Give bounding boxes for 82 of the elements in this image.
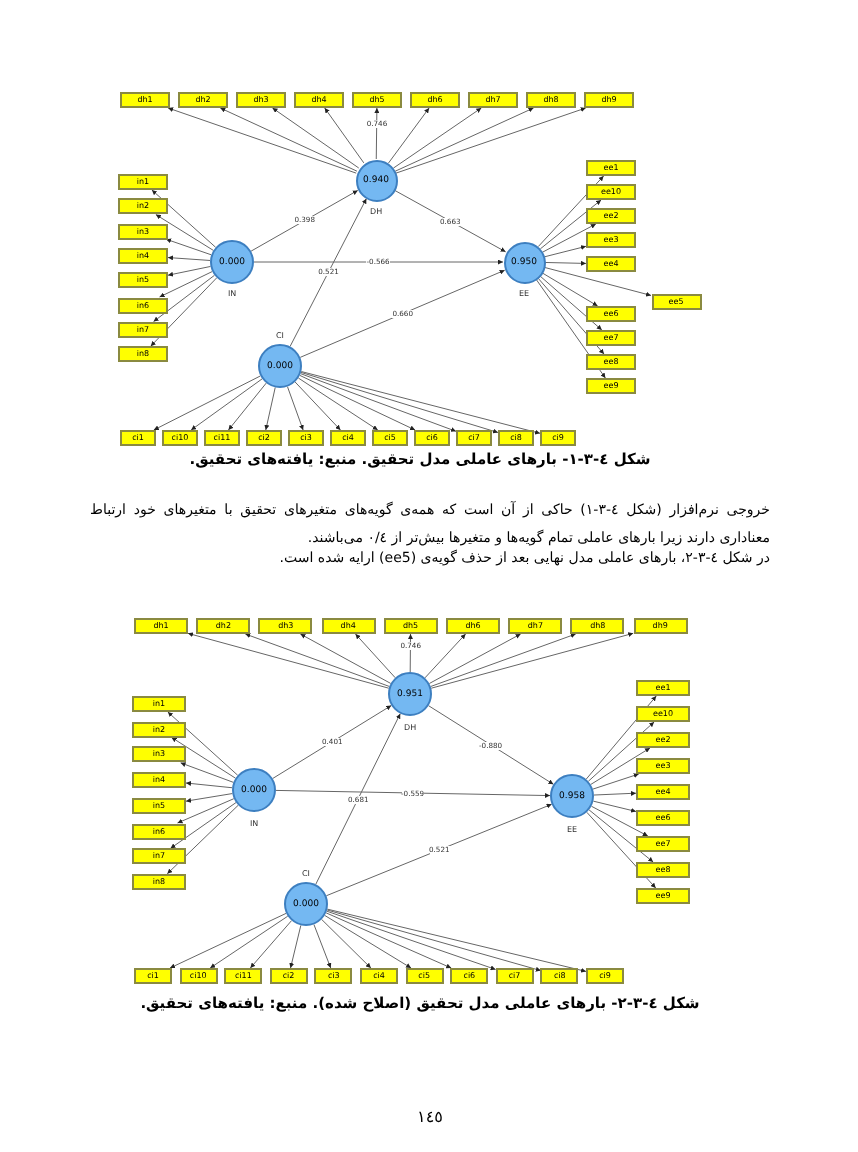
arrow — [167, 255, 211, 261]
arrow — [326, 910, 497, 971]
arrow — [395, 107, 587, 174]
arrow — [219, 107, 358, 172]
arrow — [167, 265, 211, 277]
arrow — [159, 271, 213, 298]
arrow — [299, 374, 416, 431]
arrow — [590, 805, 649, 837]
arrow — [249, 920, 293, 969]
arrow — [264, 387, 276, 431]
arrow — [169, 912, 287, 969]
arrow — [171, 736, 236, 779]
arrow — [272, 107, 360, 169]
arrow — [153, 375, 261, 431]
arrow — [325, 803, 553, 897]
arrow — [300, 373, 457, 432]
arrow — [167, 107, 357, 174]
arrow — [387, 107, 430, 164]
arrow — [544, 260, 587, 266]
arrow — [592, 773, 640, 790]
arrow — [187, 632, 390, 689]
arrow — [286, 386, 304, 431]
arrow — [393, 189, 507, 253]
arrow — [294, 381, 341, 431]
arrow — [587, 721, 655, 782]
arrow — [539, 199, 602, 250]
arrow — [153, 274, 215, 323]
arrow — [250, 189, 359, 252]
arrow — [185, 781, 233, 789]
arrow — [151, 189, 217, 248]
arrow — [185, 793, 233, 803]
arrow — [543, 245, 587, 258]
arrow — [313, 924, 332, 969]
arrow — [592, 800, 637, 813]
arrow — [227, 382, 267, 431]
arrow — [300, 371, 499, 434]
arrow — [430, 633, 577, 687]
arrow — [321, 918, 372, 969]
arrow — [543, 266, 652, 297]
arrow — [253, 259, 504, 265]
arrow — [180, 762, 234, 783]
arrow — [272, 705, 392, 779]
arrow — [394, 107, 534, 172]
arrow — [430, 632, 634, 689]
arrow — [315, 713, 401, 885]
arrow — [324, 107, 365, 164]
arrow — [209, 915, 289, 969]
arrow — [177, 798, 235, 824]
arrow — [297, 377, 379, 431]
arrow — [275, 789, 551, 798]
arrow — [539, 275, 603, 331]
arrow — [326, 908, 587, 973]
arrow — [424, 633, 467, 679]
arrow — [300, 371, 541, 435]
arrow — [593, 790, 637, 796]
arrow — [150, 277, 218, 347]
arrow — [165, 238, 212, 256]
arrow — [167, 711, 239, 776]
arrow — [324, 914, 412, 969]
arrow — [326, 909, 542, 972]
arrow — [190, 378, 263, 431]
arrow — [299, 269, 506, 358]
arrow — [428, 633, 522, 684]
arrow — [155, 214, 214, 251]
arrow — [244, 633, 390, 687]
arrow — [354, 633, 396, 679]
arrow — [590, 747, 651, 785]
arrow — [588, 809, 654, 863]
arrow — [299, 633, 392, 684]
arrow — [374, 107, 380, 160]
arrow — [289, 924, 302, 969]
arrow — [392, 107, 482, 169]
arrow — [542, 223, 597, 253]
arrow — [169, 802, 237, 849]
page-number: ١٤٥ — [415, 1108, 445, 1128]
arrow — [289, 198, 367, 347]
arrow — [408, 633, 413, 673]
arrow — [325, 912, 452, 969]
arrow — [537, 175, 605, 248]
arrow — [166, 804, 239, 875]
arrow — [541, 272, 599, 307]
arrow — [428, 705, 554, 785]
